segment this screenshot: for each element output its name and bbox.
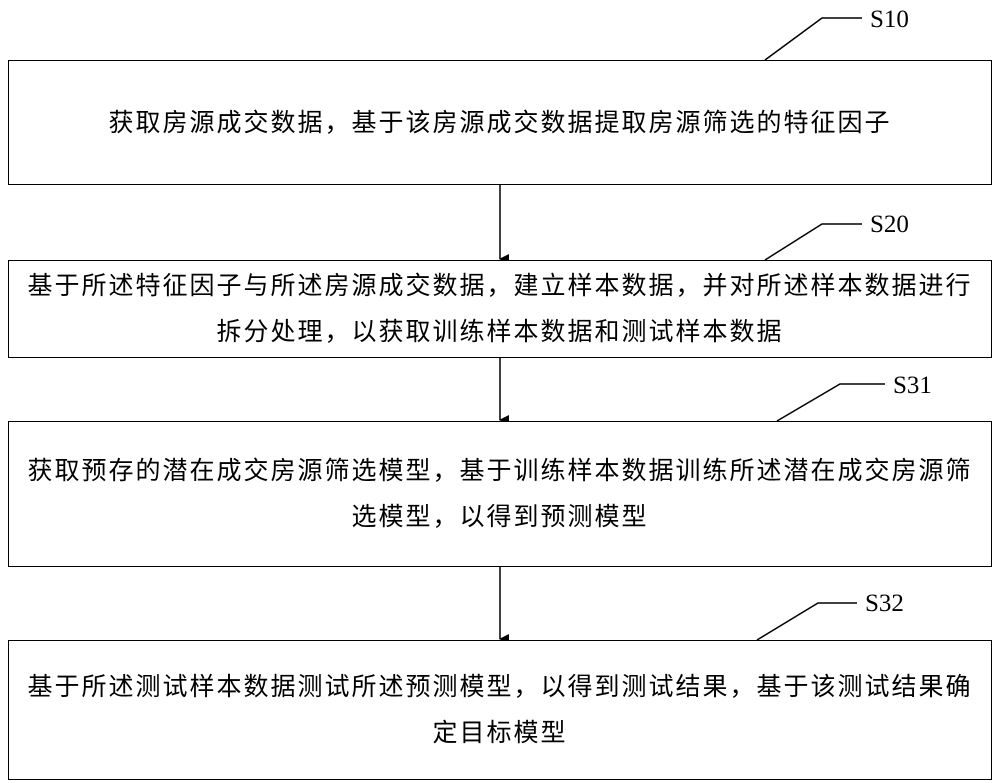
leader-line-s31 xyxy=(776,383,885,422)
step-box-s10: 获取房源成交数据，基于该房源成交数据提取房源筛选的特征因子 xyxy=(8,60,992,185)
step-label-s10: S10 xyxy=(870,6,909,33)
step-label-s32: S32 xyxy=(865,590,904,617)
leader-line-s10 xyxy=(764,17,862,61)
step-box-s32: 基于所述测试样本数据测试所述预测模型，以得到测试结果，基于该测试结果确定目标模型 xyxy=(8,640,992,780)
step-box-s31: 获取预存的潜在成交房源筛选模型，基于训练样本数据训练所述潜在成交房源筛选模型，以… xyxy=(8,421,992,567)
step-text-s20: 基于所述特征因子与所述房源成交数据，建立样本数据，并对所述样本数据进行拆分处理，… xyxy=(27,271,973,346)
step-box-s20: 基于所述特征因子与所述房源成交数据，建立样本数据，并对所述样本数据进行拆分处理，… xyxy=(8,260,992,358)
step-label-s20: S20 xyxy=(870,211,909,238)
step-label-s31: S31 xyxy=(893,372,932,399)
step-text-s10: 获取房源成交数据，基于该房源成交数据提取房源筛选的特征因子 xyxy=(108,107,892,137)
step-text-s31: 获取预存的潜在成交房源筛选模型，基于训练样本数据训练所述潜在成交房源筛选模型，以… xyxy=(27,456,973,531)
leader-line-s32 xyxy=(756,602,857,641)
leader-line-s20 xyxy=(764,223,862,261)
step-text-s32: 基于所述测试样本数据测试所述预测模型，以得到测试结果，基于该测试结果确定目标模型 xyxy=(27,672,973,747)
